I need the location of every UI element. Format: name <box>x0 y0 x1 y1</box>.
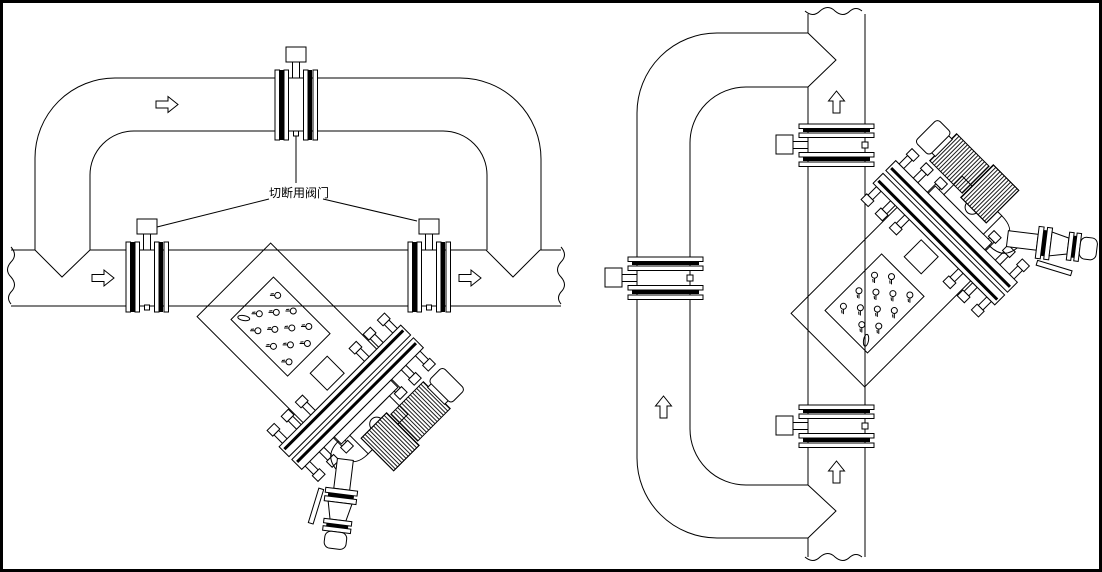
diagram-vertical-installation <box>604 7 1102 561</box>
shutoff-valve-label: 切断用阀门 <box>269 185 329 200</box>
branch-notch-bottom <box>807 484 837 539</box>
pipe-break-bottom <box>804 553 863 561</box>
main-pipe-horizontal <box>7 246 565 307</box>
pipe-break-left <box>7 246 15 305</box>
main-pipe-vertical <box>804 7 866 561</box>
leader-lines <box>156 136 418 228</box>
flow-arrow-right <box>155 96 179 113</box>
strainer-device-left <box>137 219 488 570</box>
branch-notch-top <box>807 32 837 88</box>
pipe-break-top <box>804 7 863 15</box>
valve-drain-plug <box>861 141 869 149</box>
diagram-horizontal-installation: 切断用阀门 <box>7 46 565 570</box>
pipe-break-right <box>557 246 565 305</box>
flow-arrow-right <box>91 269 115 287</box>
flow-arrow-right <box>458 269 482 287</box>
shutoff-valve-lower <box>775 404 875 448</box>
strainer-device-right <box>767 96 1102 447</box>
valve-drain-plug <box>144 304 150 311</box>
valve-drain-plug <box>426 304 432 311</box>
shutoff-valve-outlet <box>407 218 451 313</box>
valve-drain-plug <box>861 422 869 430</box>
flow-arrow-up <box>828 460 845 484</box>
flow-arrow-up <box>655 395 672 419</box>
shutoff-valve-bypass <box>274 46 318 141</box>
valve-drain-plug <box>293 130 299 137</box>
shutoff-valve-upper <box>775 123 875 167</box>
shutoff-valve-inlet <box>125 218 169 313</box>
branch-notch-left <box>34 249 91 278</box>
valve-drain-plug <box>686 274 694 282</box>
flow-arrow-up <box>828 90 845 114</box>
branch-notch-right <box>485 249 541 278</box>
